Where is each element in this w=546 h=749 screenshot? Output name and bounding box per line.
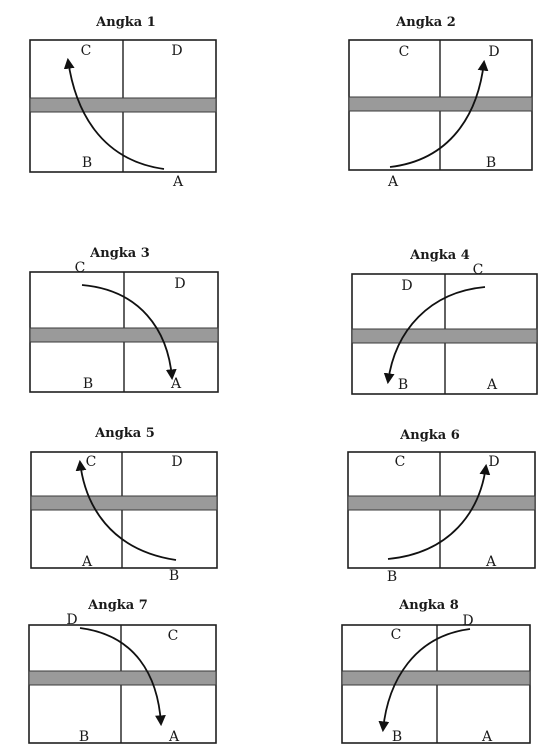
panel-title: Angka 2 (395, 15, 456, 30)
label-bottom-left: B (392, 729, 402, 745)
label-bottom-right: A (486, 377, 498, 393)
label-bottom-left: B (82, 155, 92, 171)
label-below-left: B (387, 569, 397, 585)
shaded-band (29, 327, 219, 343)
label-top-right: D (174, 276, 185, 292)
panel-angka-3: Angka 3 C D B A (29, 246, 219, 393)
panel-title: Angka 4 (409, 248, 470, 263)
panel-title: Angka 5 (94, 426, 155, 441)
label-top-left: C (86, 454, 97, 470)
label-top-left: D (401, 278, 412, 294)
panel-title: Angka 6 (399, 428, 460, 443)
label-top-right: D (171, 454, 182, 470)
label-below-right: B (169, 568, 179, 584)
label-bottom-right: A (170, 376, 182, 392)
label-bottom-right: A (481, 729, 493, 745)
panel-angka-1: Angka 1 C D B A (29, 15, 217, 190)
label-bottom-right: A (485, 554, 497, 570)
panel-angka-7: Angka 7 D C B A (28, 598, 217, 745)
shaded-band (341, 670, 531, 686)
label-top-right: D (488, 44, 499, 60)
label-bottom-left: B (83, 376, 93, 392)
panel-angka-2: Angka 2 C D A B (348, 15, 533, 190)
panel-title: Angka 3 (89, 246, 150, 261)
label-bottom-left: B (79, 729, 89, 745)
label-bottom-left: A (81, 554, 93, 570)
curved-arrow (387, 463, 491, 560)
label-top-right: C (168, 628, 179, 644)
label-top-left: C (391, 627, 402, 643)
label-top-left: C (395, 454, 406, 470)
label-above-left: D (66, 612, 77, 628)
label-top-left: C (81, 43, 92, 59)
label-top-right: D (488, 454, 499, 470)
panel-title: Angka 7 (87, 598, 148, 613)
panel-title: Angka 1 (95, 15, 156, 30)
label-above-right: D (462, 613, 473, 629)
shaded-band (347, 495, 536, 511)
curved-arrow (383, 286, 486, 385)
curved-arrow (63, 57, 165, 170)
label-above-right: C (473, 262, 484, 278)
label-bottom-left: B (398, 377, 408, 393)
label-above-left: C (75, 260, 86, 276)
curved-arrow (389, 59, 489, 168)
panel-angka-5: Angka 5 C D A B (30, 426, 218, 584)
label-bottom-right: B (486, 155, 496, 171)
label-top-right: D (171, 43, 182, 59)
curved-arrow (378, 628, 471, 733)
label-below-right: A (172, 174, 184, 190)
curved-arrow (79, 627, 166, 727)
panel-angka-4: Angka 4 D C B A (351, 248, 538, 395)
shaded-band (348, 96, 533, 112)
shaded-band (29, 97, 217, 113)
shaded-band (351, 328, 538, 344)
shaded-band (30, 495, 218, 511)
label-below-left: A (387, 174, 399, 190)
panel-title: Angka 8 (398, 598, 459, 613)
label-top-left: C (399, 44, 410, 60)
curved-arrow (75, 459, 177, 561)
panel-angka-6: Angka 6 C D B A (347, 428, 536, 585)
panel-angka-8: Angka 8 C D B A (341, 598, 531, 745)
curved-arrow (81, 284, 177, 381)
shaded-band (28, 670, 217, 686)
label-bottom-right: A (168, 729, 180, 745)
